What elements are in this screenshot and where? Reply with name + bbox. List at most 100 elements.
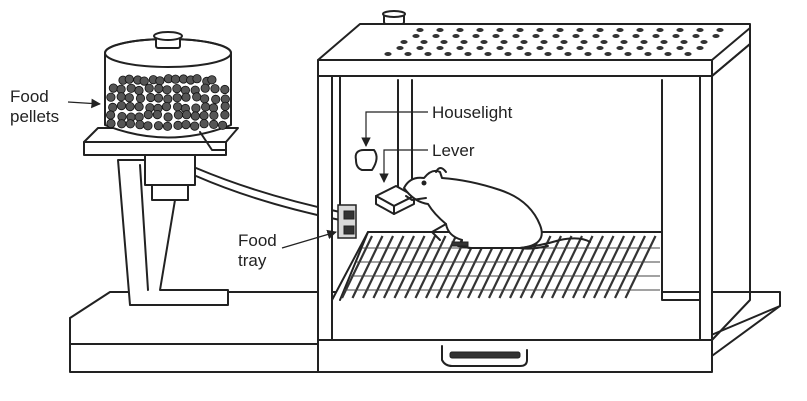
food-pellet bbox=[192, 92, 202, 102]
food-pellet bbox=[172, 84, 182, 94]
vent-hole bbox=[532, 34, 540, 38]
vent-hole bbox=[696, 46, 704, 50]
food-pellet bbox=[139, 76, 149, 86]
vent-hole bbox=[424, 52, 432, 56]
vent-hole bbox=[692, 34, 700, 38]
food-pellet bbox=[124, 93, 134, 103]
grid-bar bbox=[372, 235, 405, 299]
food-pellet bbox=[211, 94, 221, 105]
vent-hole bbox=[480, 40, 488, 44]
food-pellet bbox=[162, 121, 173, 131]
grid-bar bbox=[551, 235, 583, 299]
food-pellet bbox=[181, 120, 191, 130]
grid-bar bbox=[540, 235, 573, 299]
vent-hole bbox=[452, 34, 460, 38]
food-pellet bbox=[200, 94, 210, 104]
food-pellet bbox=[106, 92, 116, 102]
vent-hole bbox=[432, 34, 440, 38]
vent-hole bbox=[440, 40, 448, 44]
label-food-tray-line1: Food bbox=[238, 231, 277, 250]
vent-hole bbox=[556, 46, 564, 50]
food-pellet bbox=[135, 93, 146, 104]
label-food-pellets-line2: pellets bbox=[10, 107, 59, 126]
vent-hole bbox=[476, 46, 484, 50]
vent-hole bbox=[596, 28, 604, 32]
food-pellet bbox=[153, 93, 164, 103]
food-pellet bbox=[108, 83, 119, 93]
vent-hole bbox=[492, 34, 500, 38]
food-pellet bbox=[173, 110, 183, 120]
vent-hole bbox=[416, 46, 424, 50]
vent-hole bbox=[656, 46, 664, 50]
food-pellet bbox=[144, 83, 154, 93]
vent-hole bbox=[680, 40, 688, 44]
vent-hole bbox=[596, 46, 604, 50]
vent-hole bbox=[520, 40, 528, 44]
food-pellet bbox=[209, 119, 219, 130]
vent-hole bbox=[644, 52, 652, 56]
grid-bar bbox=[593, 235, 625, 299]
food-pellet bbox=[117, 119, 127, 129]
vent-hole bbox=[516, 28, 524, 32]
vent-hole bbox=[560, 40, 568, 44]
vent-hole bbox=[656, 28, 664, 32]
vent-hole bbox=[524, 52, 532, 56]
food-pellet bbox=[125, 119, 135, 129]
vent-hole bbox=[612, 34, 620, 38]
food-pellet bbox=[134, 85, 144, 96]
vent-hole bbox=[536, 46, 544, 50]
vent-hole bbox=[552, 34, 560, 38]
vent-hole bbox=[636, 28, 644, 32]
food-pellet bbox=[220, 84, 230, 95]
operant-chamber bbox=[317, 10, 751, 373]
food-pellet bbox=[199, 119, 209, 129]
food-pellet bbox=[116, 84, 126, 94]
label-food-tray-line2: tray bbox=[238, 251, 267, 270]
vent-hole bbox=[632, 34, 640, 38]
vent-hole bbox=[384, 52, 392, 56]
vent-hole bbox=[456, 46, 464, 50]
vent-hole bbox=[456, 28, 464, 32]
vent-hole bbox=[436, 46, 444, 50]
vent-hole bbox=[584, 52, 592, 56]
label-houselight: Houselight bbox=[432, 103, 513, 122]
vent-hole bbox=[592, 34, 600, 38]
vent-hole bbox=[472, 34, 480, 38]
vent-hole bbox=[412, 34, 420, 38]
vent-hole bbox=[636, 46, 644, 50]
vent-hole bbox=[564, 52, 572, 56]
grid-bar bbox=[414, 235, 447, 299]
vent-hole bbox=[604, 52, 612, 56]
vent-hole bbox=[640, 40, 648, 44]
label-lever: Lever bbox=[432, 141, 475, 160]
vent-hole bbox=[660, 40, 668, 44]
food-pellet bbox=[134, 112, 144, 122]
food-pellet bbox=[116, 92, 126, 102]
vent-hole bbox=[464, 52, 472, 56]
vent-hole bbox=[496, 28, 504, 32]
food-pellet bbox=[201, 102, 211, 112]
food-pellet bbox=[190, 111, 200, 121]
grid-bar bbox=[614, 235, 646, 299]
grid-bar bbox=[603, 235, 636, 299]
food-pellet bbox=[210, 84, 220, 94]
vent-hole bbox=[516, 46, 524, 50]
grid-bar bbox=[561, 235, 594, 299]
food-pellet bbox=[209, 110, 219, 121]
grid-bar bbox=[425, 235, 457, 299]
vent-hole bbox=[416, 28, 424, 32]
food-pellet bbox=[161, 102, 172, 112]
vent-hole bbox=[664, 52, 672, 56]
food-pellet bbox=[116, 101, 127, 111]
vent-hole bbox=[484, 52, 492, 56]
rat bbox=[403, 167, 591, 250]
food-pellet bbox=[192, 74, 202, 84]
vent-hole bbox=[576, 28, 584, 32]
food-pellet bbox=[170, 74, 181, 84]
vent-hole bbox=[400, 40, 408, 44]
food-pellet bbox=[182, 110, 192, 120]
food-pellet bbox=[106, 118, 116, 129]
feeder-stand bbox=[83, 127, 239, 306]
vent-hole bbox=[712, 34, 720, 38]
